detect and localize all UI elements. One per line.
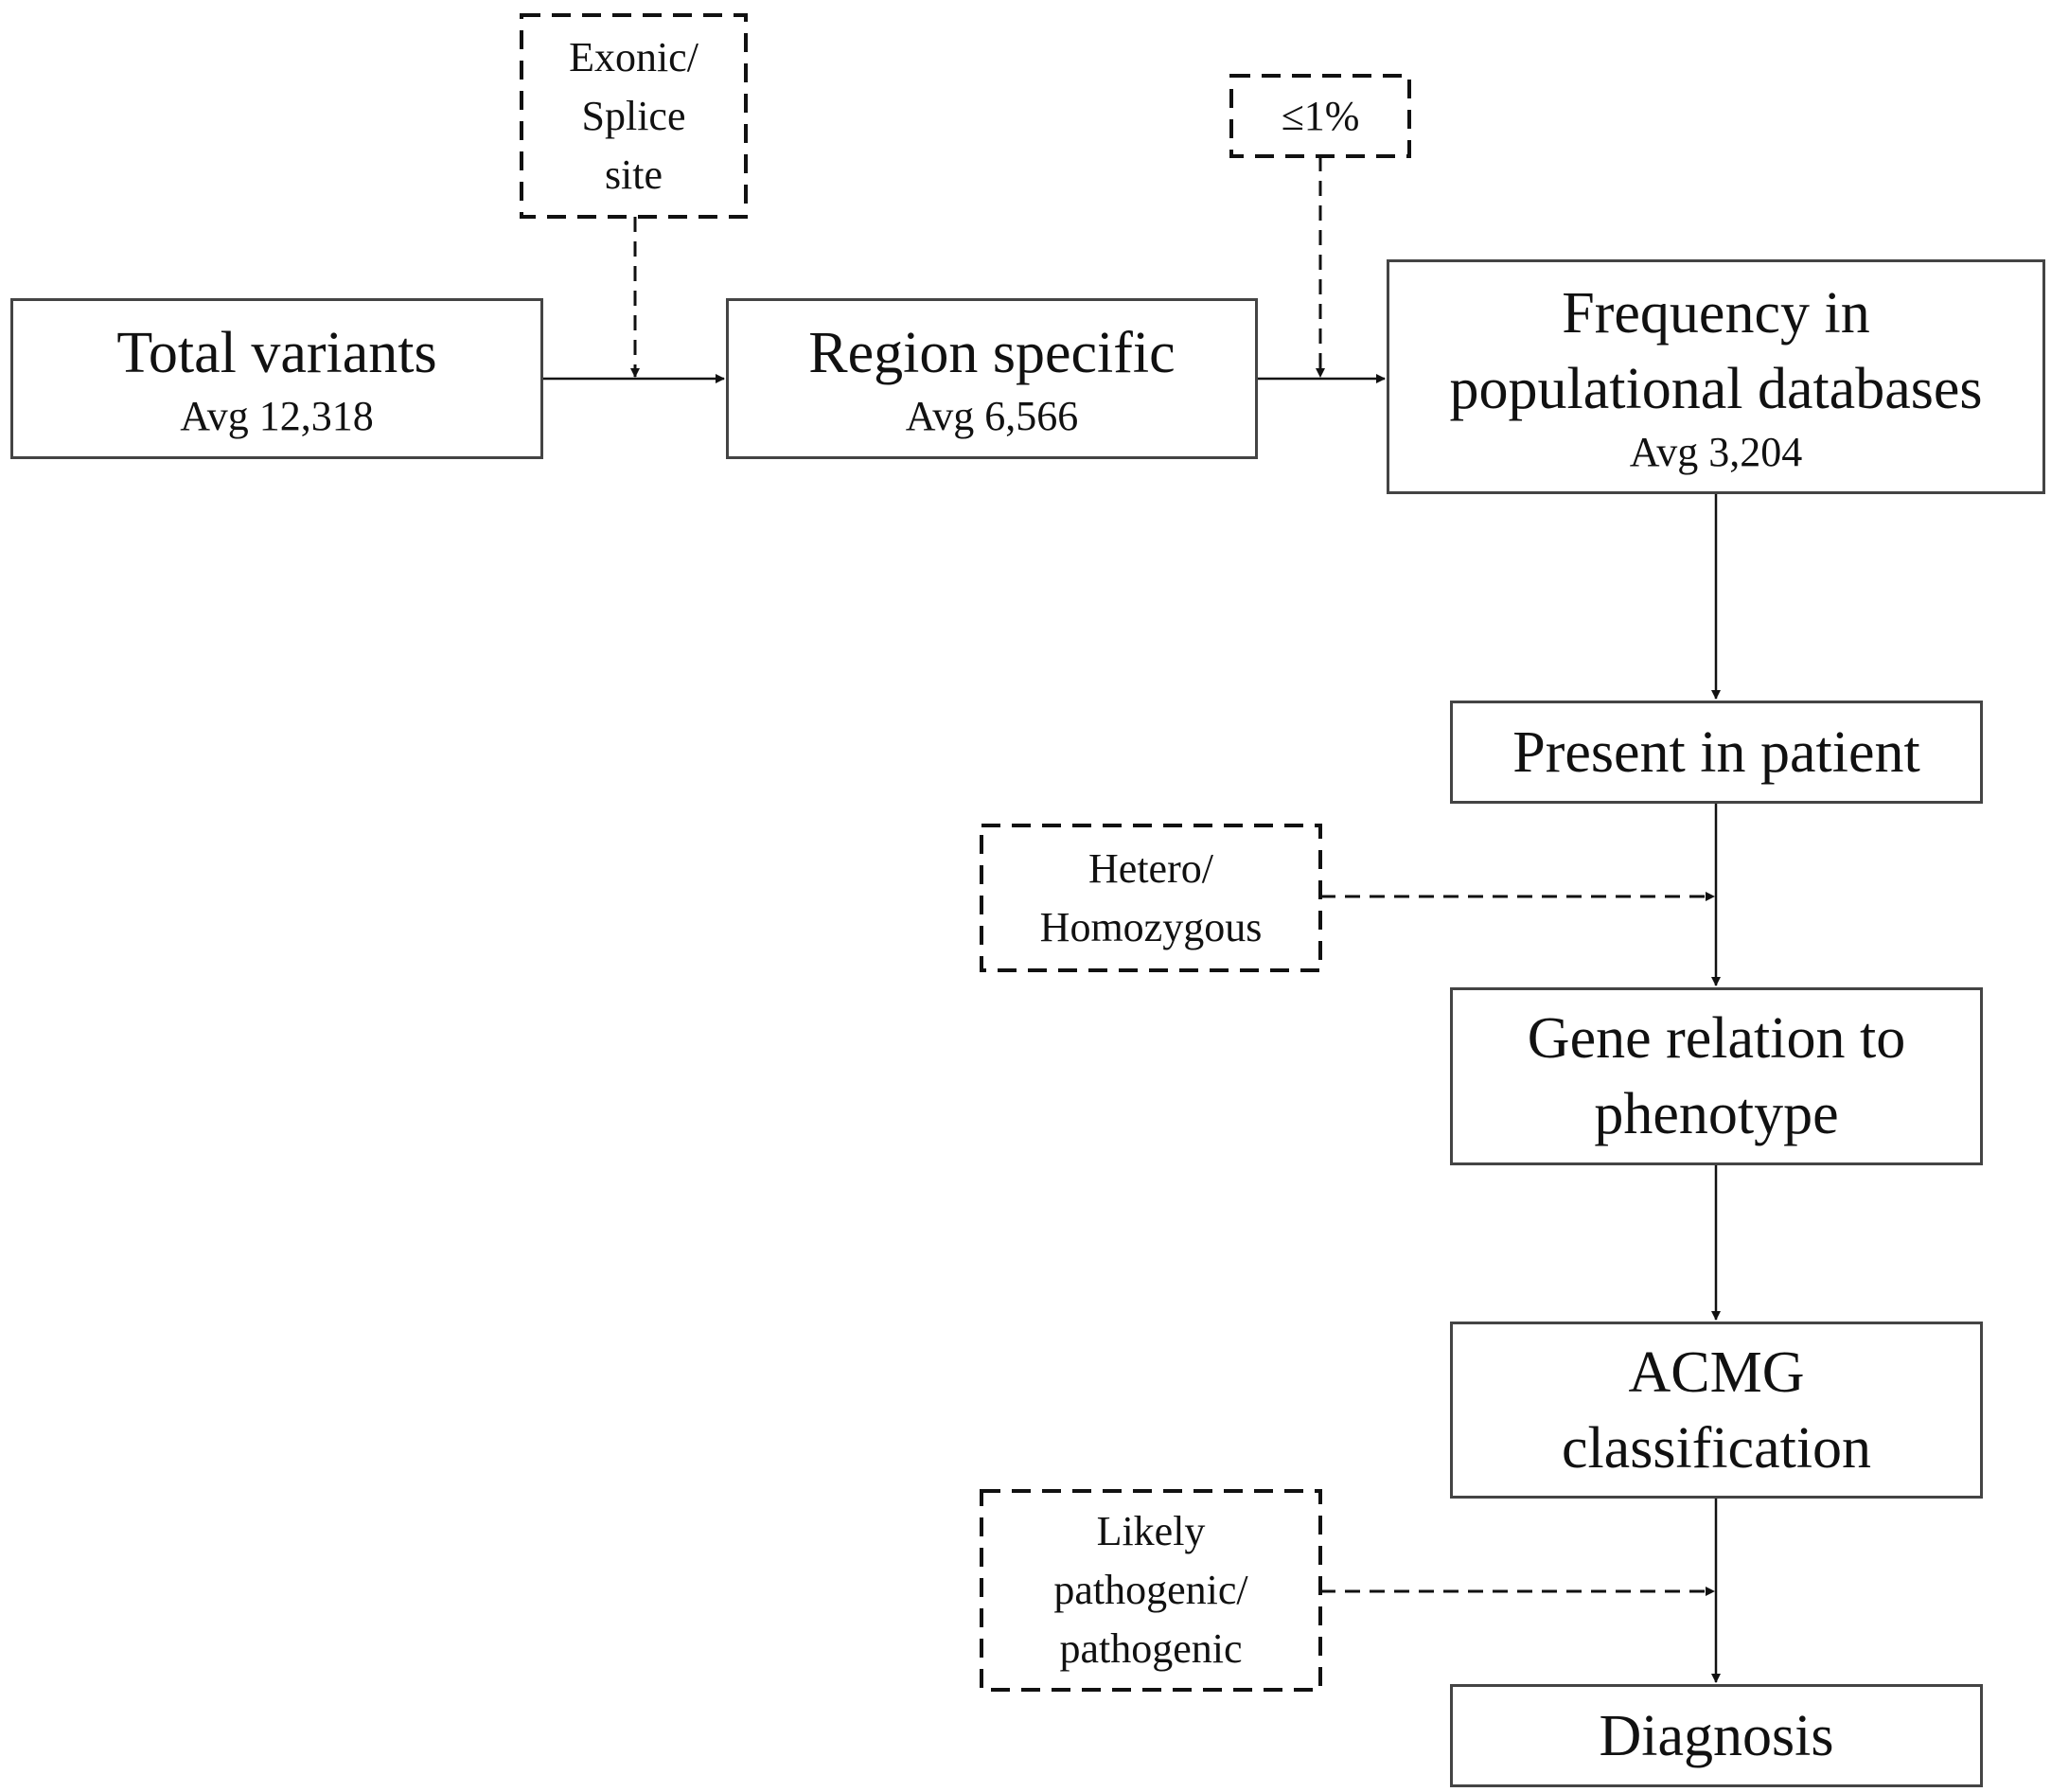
zygosity-filter: Hetero/ Homozygous [981, 825, 1320, 970]
node-total-variants-title: Total variants [116, 321, 437, 385]
node-present-in-patient: Present in patient [1450, 701, 1983, 804]
node-region-specific-count: Avg 6,566 [905, 393, 1079, 439]
node-region-specific: Region specific Avg 6,566 [726, 298, 1258, 459]
node-frequency-count: Avg 3,204 [1629, 429, 1803, 475]
node-gene-title-line1: Gene relation to [1527, 1006, 1906, 1071]
node-gene-relation: Gene relation to phenotype [1450, 987, 1983, 1165]
node-frequency-title-line2: populational databases [1449, 357, 1983, 421]
exonic-filter-line2: Splice [581, 92, 686, 139]
exonic-filter-line1: Exonic/ [569, 33, 698, 80]
node-gene-title-line2: phenotype [1594, 1082, 1839, 1146]
frequency-threshold-filter: ≤1% [1231, 76, 1409, 156]
pathogenicity-filter-line1: Likely [1096, 1508, 1206, 1554]
zygosity-filter-line2: Homozygous [1039, 903, 1263, 950]
node-acmg-title-line2: classification [1561, 1415, 1872, 1481]
node-total-variants: Total variants Avg 12,318 [10, 298, 543, 459]
node-diagnosis-title: Diagnosis [1599, 1703, 1834, 1768]
frequency-threshold-label: ≤1% [1281, 92, 1360, 139]
node-diagnosis: Diagnosis [1450, 1684, 1983, 1787]
node-frequency-title-line1: Frequency in [1562, 281, 1870, 346]
exonic-filter: Exonic/ Splice site [522, 15, 746, 217]
node-acmg-classification: ACMG classification [1450, 1322, 1983, 1499]
node-total-variants-count: Avg 12,318 [180, 393, 374, 439]
exonic-filter-line3: site [604, 151, 663, 198]
node-frequency: Frequency in populational databases Avg … [1387, 259, 2045, 494]
pathogenicity-filter: Likely pathogenic/ pathogenic [981, 1491, 1320, 1690]
zygosity-filter-line1: Hetero/ [1088, 844, 1213, 892]
pathogenicity-filter-line3: pathogenic [1059, 1625, 1243, 1672]
node-present-title: Present in patient [1512, 719, 1920, 785]
pathogenicity-filter-line2: pathogenic/ [1053, 1567, 1248, 1613]
node-region-specific-title: Region specific [808, 321, 1176, 385]
node-acmg-title-line1: ACMG [1628, 1340, 1805, 1405]
